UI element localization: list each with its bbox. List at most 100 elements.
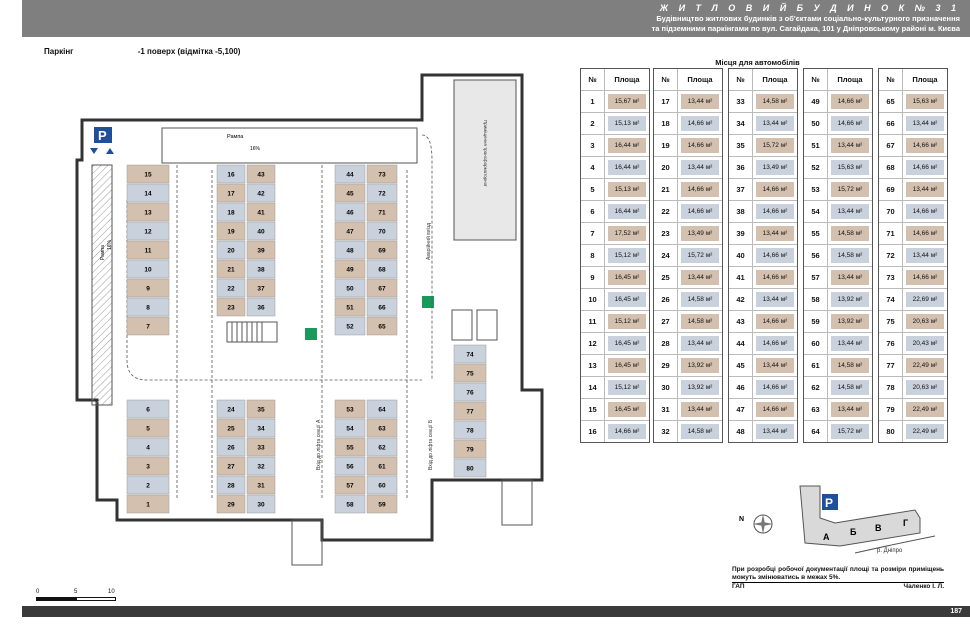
- space-area: 15,72 м²: [756, 138, 794, 153]
- space-number: 60: [804, 333, 828, 354]
- parking-spot-number: 30: [257, 502, 265, 509]
- circulation-route: [126, 134, 433, 500]
- parking-spot-number: 72: [378, 191, 386, 198]
- space-number: 72: [879, 245, 903, 266]
- space-area: 16,44 м²: [608, 138, 646, 153]
- page-number: 187: [22, 606, 970, 617]
- parking-spot: [126, 259, 170, 279]
- space-area: 15,72 м²: [831, 182, 869, 197]
- header-no: №: [581, 69, 605, 90]
- parking-spot: [453, 344, 487, 364]
- parking-spot-number: 10: [144, 267, 152, 274]
- parking-spot-number: 18: [227, 210, 235, 217]
- parking-spot: [216, 418, 246, 438]
- parking-spot-number: 78: [466, 428, 474, 435]
- parking-spot: [126, 278, 170, 298]
- space-number: 63: [804, 399, 828, 420]
- space-number: 23: [654, 223, 678, 244]
- space-area: 15,12 м²: [608, 248, 646, 263]
- parking-spot-number: 40: [257, 229, 265, 236]
- space-area: 14,66 м²: [681, 116, 719, 131]
- parking-spot: [126, 437, 170, 457]
- parking-spot-number: 32: [257, 464, 265, 471]
- space-number: 38: [729, 201, 753, 222]
- plan-level: -1 поверх (відмітка -5,100): [137, 47, 241, 56]
- space-area: 15,67 м²: [608, 94, 646, 109]
- parking-spot: [126, 297, 170, 317]
- parking-spot-number: 29: [227, 502, 235, 509]
- space-number: 11: [581, 311, 605, 332]
- tech-room-label: Приміщення трансформаторної: [483, 120, 488, 187]
- space-area: 13,44 м²: [831, 270, 869, 285]
- space-number: 16: [581, 421, 605, 442]
- section-c: В: [875, 523, 882, 533]
- parking-spot-number: 36: [257, 305, 265, 312]
- header-area: Площа: [614, 75, 640, 84]
- parking-spot-number: 8: [146, 305, 150, 312]
- parking-spot-number: 73: [378, 172, 386, 179]
- tech-room: [453, 79, 517, 241]
- parking-spot-number: 45: [346, 191, 354, 198]
- parking-spot: [246, 475, 276, 495]
- parking-spot-number: 41: [257, 210, 265, 217]
- section-d: Г: [903, 518, 908, 528]
- space-number: 2: [581, 113, 605, 134]
- parking-spot: [126, 183, 170, 203]
- parking-spot: [334, 456, 366, 476]
- parking-spot-number: 80: [466, 466, 474, 473]
- space-area: 13,44 м²: [756, 292, 794, 307]
- space-number: 76: [879, 333, 903, 354]
- parking-spot-number: 35: [257, 407, 265, 414]
- space-number: 67: [879, 135, 903, 156]
- parking-spot: [366, 437, 398, 457]
- space-area: 14,66 м²: [756, 402, 794, 417]
- space-area: 14,66 м²: [608, 424, 646, 439]
- space-area: 15,13 м²: [608, 182, 646, 197]
- space-area: 14,66 м²: [681, 138, 719, 153]
- parking-spot: [366, 278, 398, 298]
- space-number: 80: [879, 421, 903, 442]
- parking-spot: [366, 418, 398, 438]
- parking-spot-number: 4: [146, 445, 150, 452]
- space-number: 25: [654, 267, 678, 288]
- space-area: 13,44 м²: [756, 116, 794, 131]
- parking-spot-number: 24: [227, 407, 235, 414]
- space-area: 14,66 м²: [681, 182, 719, 197]
- space-area: 15,13 м²: [608, 116, 646, 131]
- section-b: Б: [850, 527, 857, 537]
- parking-spot: [366, 202, 398, 222]
- parking-spot: [366, 164, 398, 184]
- parking-spot: [366, 297, 398, 317]
- header-area: Площа: [912, 75, 938, 84]
- parking-spot: [126, 456, 170, 476]
- space-number: 42: [729, 289, 753, 310]
- parking-spot: [366, 456, 398, 476]
- space-number: 49: [804, 91, 828, 112]
- parking-spot: [216, 494, 246, 514]
- parking-spot: [216, 164, 246, 184]
- parking-spot: [453, 382, 487, 402]
